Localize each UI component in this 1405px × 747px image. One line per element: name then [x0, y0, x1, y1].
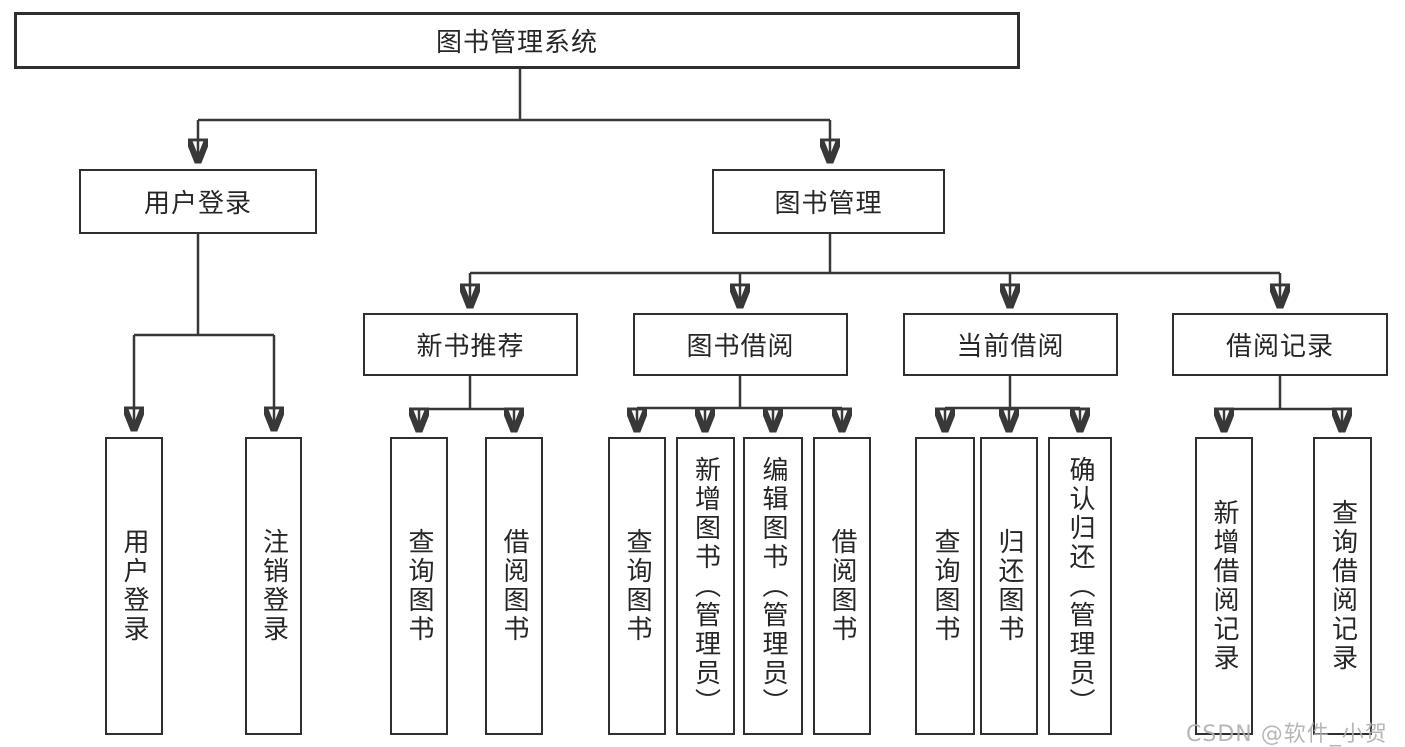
leaf-user-login: 用户登录 — [105, 437, 163, 735]
node-borrowing-records: 借阅记录 — [1172, 313, 1388, 376]
node-library-management-system: 图书管理系统 — [14, 12, 1020, 69]
leaf-br-add-record: 新增借阅记录 — [1195, 437, 1253, 735]
leaf-bb-borrow-books: 借阅图书 — [813, 437, 871, 735]
node-book-management: 图书管理 — [712, 169, 945, 234]
node-borrowing-records-label: 借阅记录 — [1225, 332, 1334, 362]
leaf-br-query-record: 查询借阅记录 — [1313, 437, 1372, 735]
leaf-rec-borrow-books: 借阅图书 — [485, 437, 543, 735]
node-book-management-label: 图书管理 — [774, 189, 883, 219]
leaf-br-add-record-label: 新增借阅记录 — [1209, 499, 1239, 673]
leaf-bb-query-books: 查询图书 — [608, 437, 666, 735]
node-new-book-recommendation-label: 新书推荐 — [416, 332, 525, 362]
leaf-rec-query-books: 查询图书 — [390, 437, 448, 735]
leaf-user-login-label: 用户登录 — [119, 528, 149, 644]
leaf-bb-edit-books-admin-label: 编辑图书（管理员） — [758, 455, 788, 717]
leaf-cb-confirm-return-admin-label: 确认归还（管理员） — [1065, 455, 1095, 717]
node-user-login: 用户登录 — [79, 169, 317, 234]
node-current-borrowing: 当前借阅 — [903, 313, 1118, 376]
leaf-bb-add-books-admin: 新增图书（管理员） — [676, 437, 735, 735]
node-book-borrowing-label: 图书借阅 — [686, 332, 795, 362]
leaf-cb-return-books: 归还图书 — [980, 437, 1038, 735]
leaf-bb-query-books-label: 查询图书 — [622, 528, 652, 644]
leaf-cb-query-books-label: 查询图书 — [930, 528, 960, 644]
leaf-cb-return-books-label: 归还图书 — [994, 528, 1024, 644]
leaf-rec-borrow-books-label: 借阅图书 — [499, 528, 529, 644]
leaf-bb-add-books-admin-label: 新增图书（管理员） — [690, 455, 721, 717]
node-current-borrowing-label: 当前借阅 — [956, 332, 1065, 362]
leaf-cb-query-books: 查询图书 — [915, 437, 975, 735]
leaf-br-query-record-label: 查询借阅记录 — [1327, 499, 1358, 673]
leaf-bb-borrow-books-label: 借阅图书 — [827, 528, 857, 644]
node-user-login-label: 用户登录 — [143, 189, 252, 219]
node-book-borrowing: 图书借阅 — [633, 313, 848, 376]
leaf-rec-query-books-label: 查询图书 — [404, 528, 434, 644]
leaf-logout: 注销登录 — [245, 437, 302, 735]
node-new-book-recommendation: 新书推荐 — [363, 313, 578, 376]
leaf-cb-confirm-return-admin: 确认归还（管理员） — [1048, 437, 1112, 735]
leaf-bb-edit-books-admin: 编辑图书（管理员） — [743, 437, 803, 735]
leaf-logout-label: 注销登录 — [258, 528, 289, 644]
node-library-management-system-label: 图书管理系统 — [435, 28, 598, 58]
